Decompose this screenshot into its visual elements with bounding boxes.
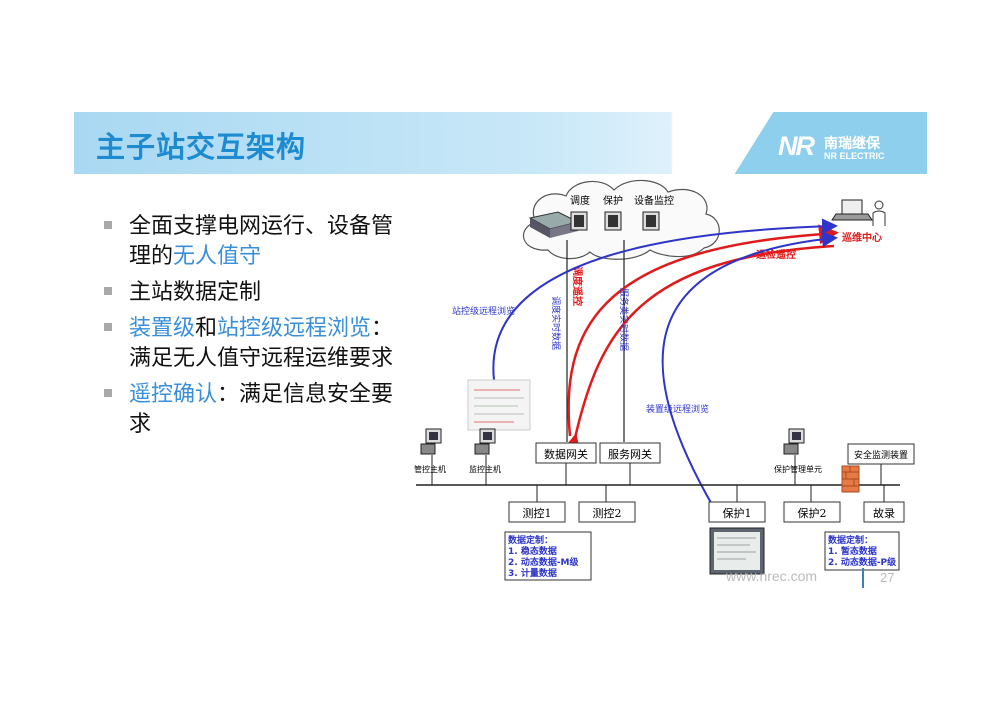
monitor-host-label: 监控主机: [469, 464, 501, 474]
bullet-item: 遥控确认：满足信息安全要求: [104, 380, 404, 440]
bullet-text: ：满足信息安全要求: [129, 382, 394, 437]
page-number: 27: [880, 570, 895, 585]
bullet-marker: [104, 287, 112, 295]
dispatch-remote-label: 调度遥控: [571, 266, 584, 306]
bullet-highlight-text: 装置级: [129, 316, 196, 341]
bay-prot2: 保护2: [798, 506, 827, 520]
logo-en: NR ELECTRIC: [824, 151, 885, 161]
footer-url: www.nrec.com: [726, 568, 818, 584]
bullet-highlight-text: 遥控确认: [129, 382, 218, 407]
control-host-label: 管控主机: [414, 464, 446, 474]
laptop-icon: [831, 199, 873, 221]
bullet-item: 全面支撑电网运行、设备管理的无人值守: [104, 212, 404, 272]
patrol-center-label: 巡维中心: [842, 231, 882, 244]
company-logo: NR 南瑞继保 NR ELECTRIC: [778, 131, 908, 165]
data-gateway: 数据网关: [544, 447, 588, 461]
bullet-marker: [104, 323, 112, 331]
bullet-highlight-text: 无人值守: [173, 244, 262, 269]
bay-meas2: 测控2: [593, 506, 622, 520]
dispatch-realtime-label: 调度实时数据: [550, 296, 562, 350]
bay-meas1: 测控1: [523, 506, 552, 520]
bullet-item: 装置级和站控级远程浏览：满足无人值守远程运维要求: [104, 314, 404, 374]
monitor-icon: [570, 211, 660, 231]
bullet-list: 全面支撑电网运行、设备管理的无人值守主站数据定制装置级和站控级远程浏览：满足无人…: [104, 212, 404, 446]
bullet-highlight-text: 站控级远程浏览: [217, 316, 372, 341]
cloud-monitor-label: 设备监控: [634, 194, 674, 207]
logo-cn: 南瑞继保: [824, 136, 880, 152]
bullet-marker: [104, 389, 112, 397]
security-device: 安全监测装置: [854, 449, 908, 461]
bullet-text: 和: [195, 316, 218, 341]
title-banner: [74, 112, 927, 174]
computer-icon: [474, 428, 496, 455]
service-gateway: 服务网关: [608, 447, 652, 461]
firewall-icon: [841, 465, 860, 493]
station-browse-label: 站控级远程浏览: [452, 305, 515, 317]
ops-remote-label: 运检遥控: [756, 248, 796, 261]
logo-mark: NR: [778, 131, 815, 161]
custom-right-item: 1. 暂态数据: [828, 545, 877, 557]
cloud-protect-label: 保护: [603, 194, 623, 207]
protect-mgmt-label: 保护管理单元: [774, 464, 822, 474]
bay-record: 故录: [873, 506, 895, 520]
custom-left-item: 3. 计量数据: [508, 567, 557, 579]
bullet-marker: [104, 221, 112, 229]
custom-right-title: 数据定制：: [828, 534, 873, 546]
cloud-dispatch-label: 调度: [570, 194, 590, 207]
service-realtime-label: 服务类实时数据: [618, 288, 630, 351]
bay-prot1: 保护1: [723, 506, 752, 520]
computer-icon: [420, 428, 442, 455]
bullet-text: 全面支撑电网运行、设备管理的: [129, 214, 394, 269]
bullet-text: ：满足无人值守远程运维要求: [129, 316, 394, 371]
custom-left-item: 2. 动态数据-M级: [508, 556, 580, 568]
bullet-item: 主站数据定制: [104, 278, 404, 308]
slide-title: 主子站交互架构: [96, 130, 307, 164]
custom-right-item: 2. 动态数据-P级: [828, 556, 897, 568]
station-view-thumbnail: [467, 379, 531, 431]
device-browse-label: 装置级远程浏览: [646, 403, 709, 415]
person-icon: [872, 200, 886, 226]
device-screen-thumbnail: [709, 527, 765, 575]
computer-icon: [783, 428, 805, 455]
bullet-text: 主站数据定制: [129, 280, 262, 305]
custom-left-title: 数据定制：: [508, 534, 553, 546]
custom-left-item: 1. 稳态数据: [508, 545, 557, 557]
footer-divider: [862, 568, 864, 588]
